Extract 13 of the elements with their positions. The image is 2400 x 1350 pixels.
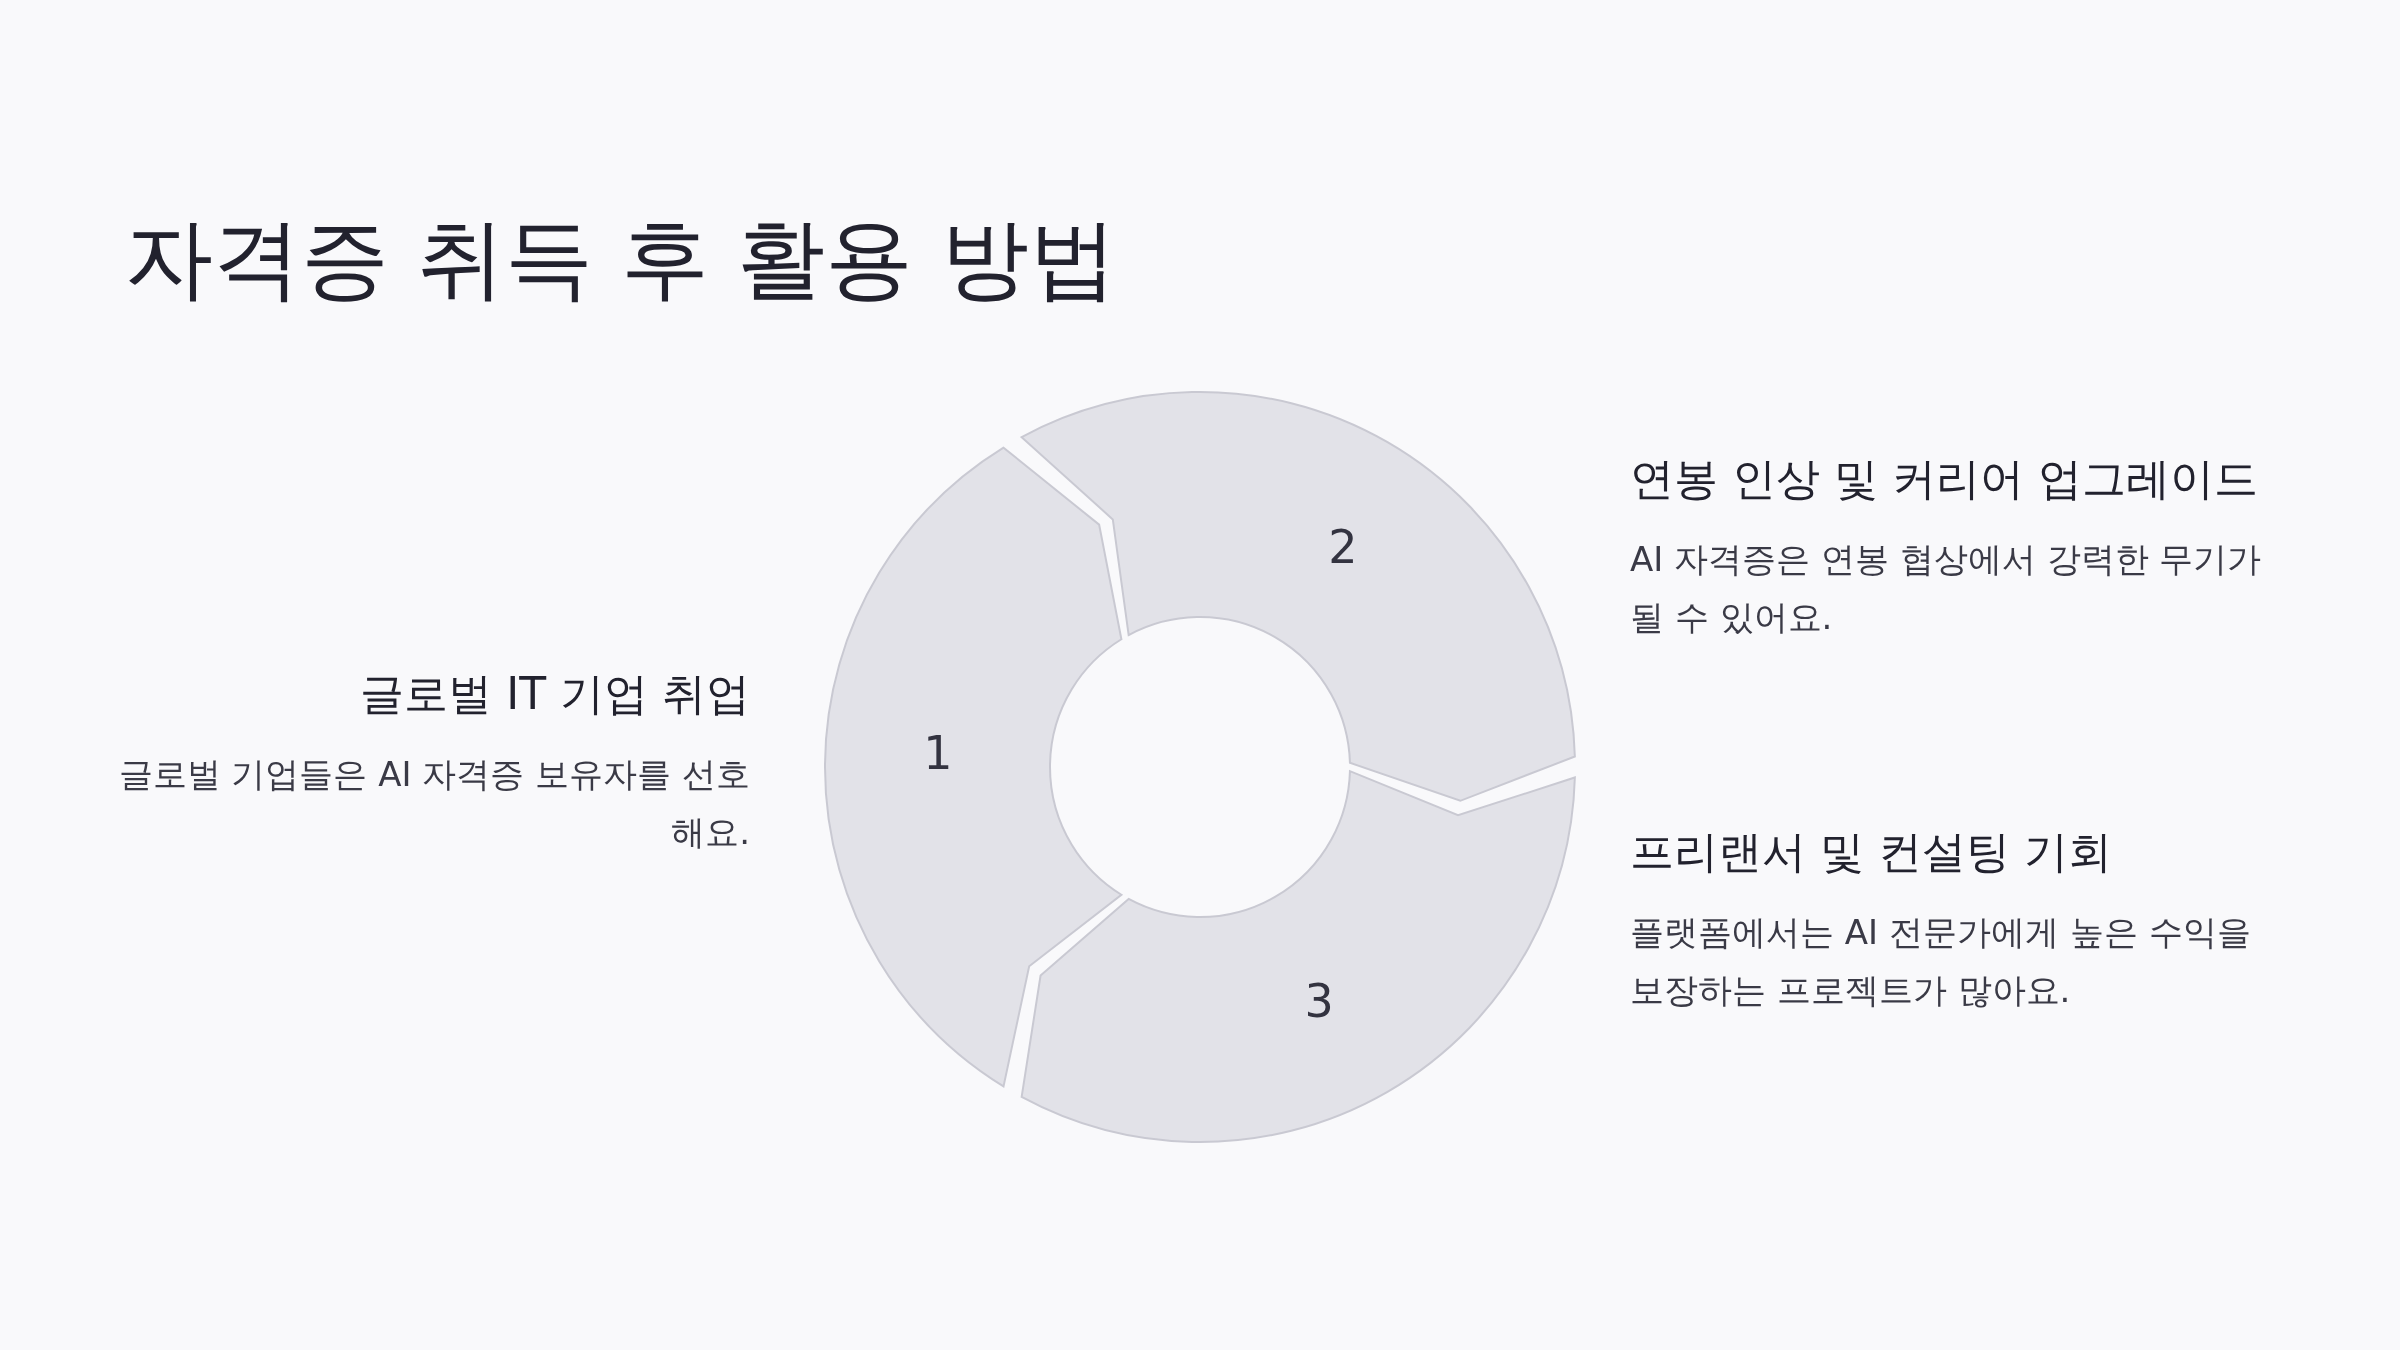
step-number: 3 xyxy=(1304,973,1334,1028)
arrow-segment xyxy=(1019,390,1577,803)
title: 자격증 취득 후 활용 방법 xyxy=(125,206,1117,312)
description: AI 자격증은 연봉 협상에서 강력한 무기가 될 수 있어요. xyxy=(1630,538,2263,639)
description: 글로벌 기업들은 AI 자격증 보유자를 선호해요. xyxy=(117,753,750,854)
arrow-segment xyxy=(823,445,1124,1089)
arrow-segment xyxy=(1019,769,1577,1144)
step-number: 2 xyxy=(1328,519,1358,574)
heading: 연봉 인상 및 커리어 업그레이드 xyxy=(1630,452,2259,506)
heading: 글로벌 IT 기업 취업 xyxy=(359,667,750,721)
description: 플랫폼에서는 AI 전문가에게 높은 수익을 보장하는 프로젝트가 많아요. xyxy=(1630,911,2252,1012)
step-number: 1 xyxy=(923,726,953,781)
heading: 프리랜서 및 컨설팅 기회 xyxy=(1630,825,2113,879)
